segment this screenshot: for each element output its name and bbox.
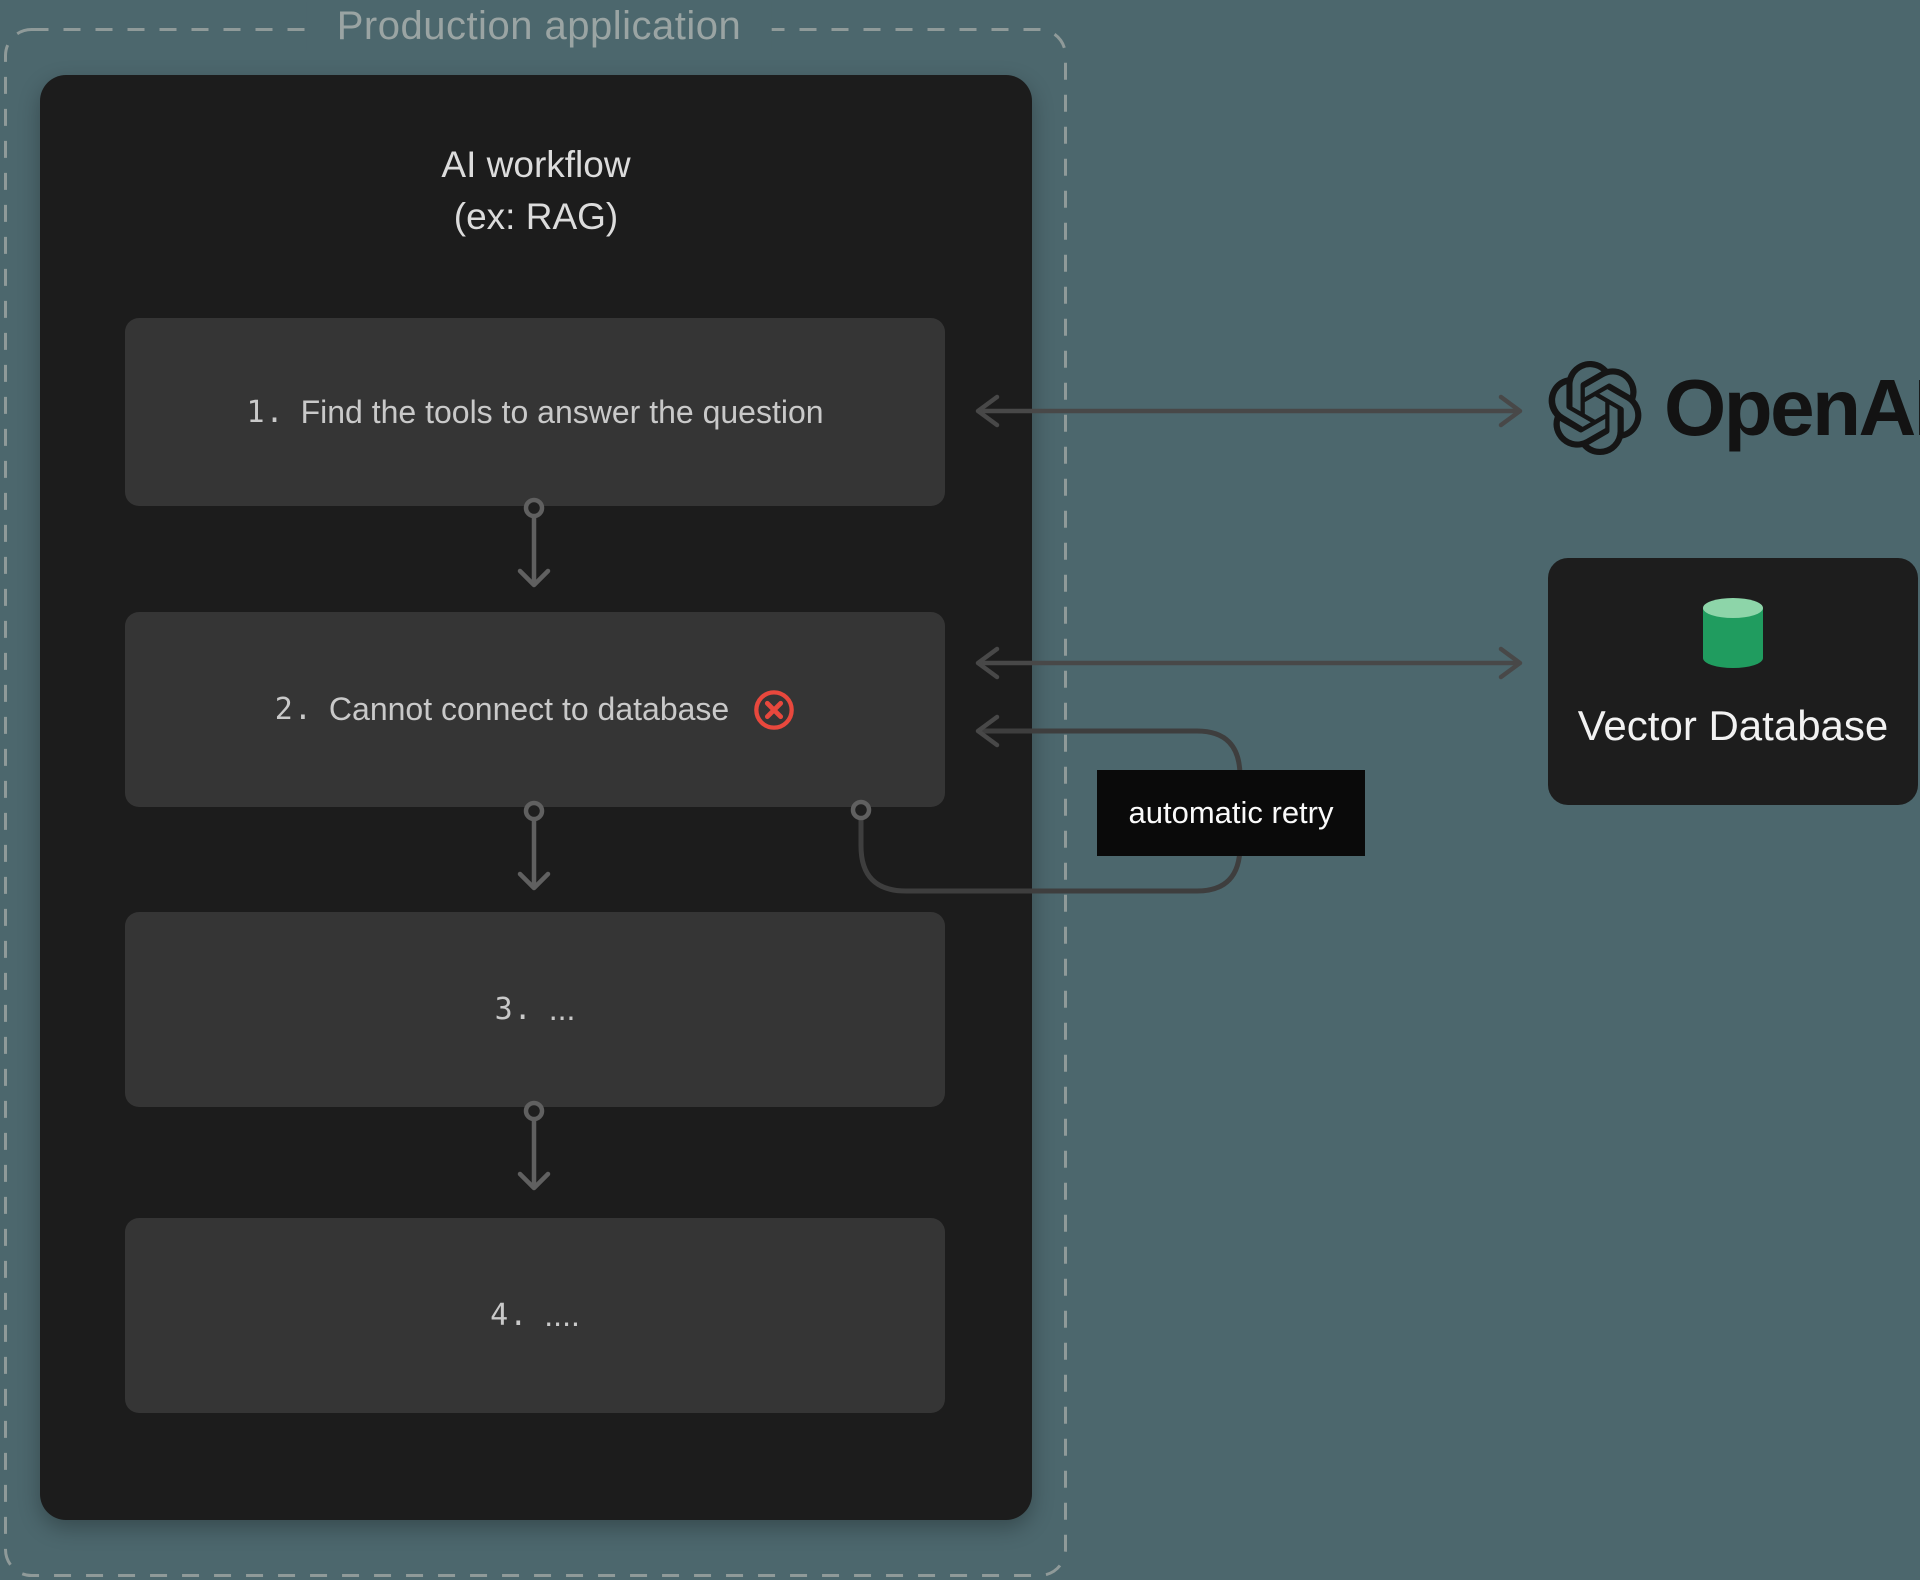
vector-database-box: Vector Database	[1548, 558, 1918, 805]
step-2-box: 2. Cannot connect to database	[125, 612, 945, 807]
ai-workflow-panel: AI workflow (ex: RAG) 1. Find the tools …	[40, 75, 1032, 1520]
step-1-label: Find the tools to answer the question	[300, 393, 824, 430]
ai-workflow-title: AI workflow (ex: RAG)	[40, 139, 1032, 243]
step-1-box: 1. Find the tools to answer the question	[125, 318, 945, 506]
step-2-number: 2.	[274, 692, 313, 727]
arrowhead-right-icon	[1498, 394, 1523, 428]
ai-workflow-title-line1: AI workflow	[441, 144, 631, 185]
database-cylinder-icon	[1703, 598, 1763, 668]
arrow-step1-openai	[975, 394, 1523, 428]
automatic-retry-label: automatic retry	[1097, 770, 1365, 856]
step-4-label: ....	[544, 1297, 580, 1333]
vector-database-label: Vector Database	[1577, 702, 1889, 749]
arrow-step2-vectordb	[975, 646, 1523, 680]
openai-logo-icon	[1548, 361, 1642, 455]
step-2-label: Cannot connect to database	[328, 691, 730, 727]
step-3-label: ...	[548, 991, 576, 1027]
arrowhead-right-icon	[1498, 646, 1523, 680]
step-4-box: 4. ....	[125, 1218, 945, 1413]
openai-wordmark: OpenAI	[1664, 363, 1920, 452]
step-3-box: 3. ...	[125, 912, 945, 1107]
error-x-icon	[754, 689, 795, 730]
step-3-number: 3.	[494, 992, 533, 1027]
step-1-number: 1.	[246, 394, 285, 430]
ai-workflow-title-line2: (ex: RAG)	[453, 196, 619, 237]
openai-logo: OpenAI	[1548, 360, 1920, 456]
production-app-label: Production application	[306, 2, 772, 50]
step-4-number: 4.	[490, 1298, 529, 1333]
